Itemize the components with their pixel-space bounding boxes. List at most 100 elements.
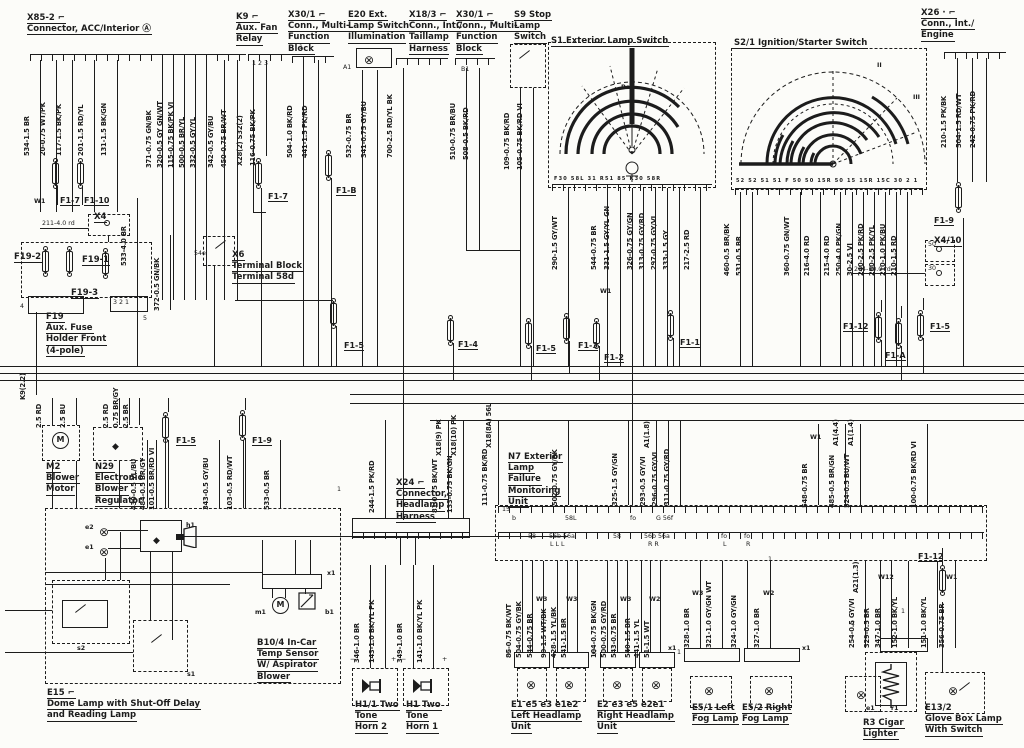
wire-label: 103-0.5 RD/WT xyxy=(226,455,234,510)
b1sensor-icon xyxy=(298,592,316,613)
wire-label: 324-1.0 GY/GN xyxy=(730,595,738,648)
diagram-label: fo xyxy=(630,515,637,522)
diagram-label: R xyxy=(746,541,751,548)
wire-line xyxy=(680,420,681,505)
wire-line xyxy=(262,540,263,574)
fuse-icon xyxy=(875,312,882,343)
bus-line xyxy=(5,610,52,611)
wire-label: 531-0.5 BR xyxy=(735,236,743,276)
diagram-label: b1 xyxy=(325,609,334,616)
bus-line xyxy=(852,273,925,274)
lamp-icon: ⊗ xyxy=(764,684,775,698)
cigar-conn xyxy=(880,638,928,652)
swline-icon xyxy=(958,682,971,691)
wire-label: 485-0.5 BR/GN xyxy=(828,455,836,508)
wire-line xyxy=(214,266,215,366)
wire-line xyxy=(747,561,748,648)
diagram-label: W3 xyxy=(536,596,548,603)
wire-line xyxy=(885,192,886,366)
wire-line xyxy=(937,561,938,648)
wire-label: 242-0.75 PK/RD xyxy=(969,91,977,148)
wire-label: 532-0.75 BR xyxy=(345,113,353,158)
diagram-label: x1 xyxy=(802,645,811,652)
title-x26: X26 · ⌐Conn., Int./Engine xyxy=(921,8,976,42)
wire-line xyxy=(607,188,608,366)
motor-icon: M xyxy=(272,597,289,614)
lamp-icon: ⊗ xyxy=(364,53,375,67)
fuse-label: F1-A xyxy=(885,351,906,361)
m2-box xyxy=(42,425,80,461)
wire-label: 111-0.75 BK/RD xyxy=(481,448,489,506)
fuse-label: F1-12 xyxy=(918,552,944,562)
bus-line xyxy=(108,548,140,549)
wire-line xyxy=(568,420,569,505)
wire-label: 2.5 RD xyxy=(102,403,110,428)
contact-icon xyxy=(936,246,942,252)
wire-label: 326-0.75 GY/GN xyxy=(626,212,634,270)
wire-label: 250-4.0 PK/GN xyxy=(835,223,843,276)
diagram-label: 4 xyxy=(20,303,25,310)
diagram-label: 1 xyxy=(591,649,596,656)
diagram-label: 15 xyxy=(502,506,511,513)
wire-line xyxy=(448,420,449,518)
bus-line xyxy=(45,584,230,585)
wire-line xyxy=(840,192,841,366)
wire-label: 216-4.0 RD xyxy=(803,235,811,276)
wire-label: A1(4.4) xyxy=(832,419,840,446)
wire-line xyxy=(923,298,924,310)
wire-label: 371-0.75 GN/BK xyxy=(145,110,153,168)
diagram-label: − xyxy=(350,656,356,663)
title-x4-10: X4/10 xyxy=(934,236,963,248)
wire-line xyxy=(137,198,138,366)
wire-line xyxy=(285,589,286,598)
wire-line xyxy=(557,561,558,652)
s1-switch-box xyxy=(548,42,716,188)
wire-line xyxy=(901,306,902,318)
wire-line xyxy=(679,188,680,366)
wire-line xyxy=(700,188,701,366)
speaker-icon xyxy=(174,525,200,551)
fuse-icon xyxy=(917,310,924,341)
diagram-label: fo xyxy=(744,533,751,540)
wire-line xyxy=(740,192,741,366)
wire-line xyxy=(168,440,169,508)
wire-label: 210-1.5 PK/BK xyxy=(940,96,948,148)
wire-line xyxy=(318,60,319,366)
x4-10-box-b xyxy=(925,264,955,286)
fuse-icon xyxy=(66,246,73,277)
wire-line xyxy=(129,398,130,425)
diagram-label: W1 xyxy=(810,434,822,441)
diagram-label: L xyxy=(723,541,727,548)
wire-label: 217-2.5 RD xyxy=(683,229,691,270)
title-x85-2: X85-2 ⌐Connector, ACC/Interior Ⓐ xyxy=(27,13,152,36)
s1-lamp-box xyxy=(133,620,188,672)
lamp-icon: ⊗ xyxy=(704,684,715,698)
wire-label: 441-1.5 PK/RD xyxy=(301,105,309,158)
wire-label: 533-0.5 BR xyxy=(263,470,271,510)
diagram-label: 214-10.0 rd xyxy=(854,266,891,273)
diagram-label: − xyxy=(401,656,407,663)
title-f19-2: F19-2 xyxy=(14,252,43,264)
fuse-label: F1-12 xyxy=(843,322,869,332)
diagram-label: x1 xyxy=(327,570,336,577)
diagram-label: R R xyxy=(648,541,659,548)
wire-line xyxy=(56,60,57,212)
fuse-icon xyxy=(52,158,59,189)
wire-line xyxy=(942,548,943,565)
wire-label: 117-1.5 BK/PK xyxy=(55,104,63,156)
wire-label: 544-0.75 BR xyxy=(590,225,598,270)
fuse-label: F1-5 xyxy=(176,436,196,446)
wire-label: 500-0.5 BR/YL xyxy=(178,117,186,168)
e2-lamp-b xyxy=(642,668,672,702)
fuse-icon xyxy=(162,412,169,443)
wire-line xyxy=(206,60,207,300)
wire-line xyxy=(184,60,185,300)
bus-line xyxy=(350,394,1024,395)
wire-line xyxy=(173,60,174,300)
wire-line xyxy=(245,398,246,410)
diagram-label: r1 xyxy=(891,705,899,712)
